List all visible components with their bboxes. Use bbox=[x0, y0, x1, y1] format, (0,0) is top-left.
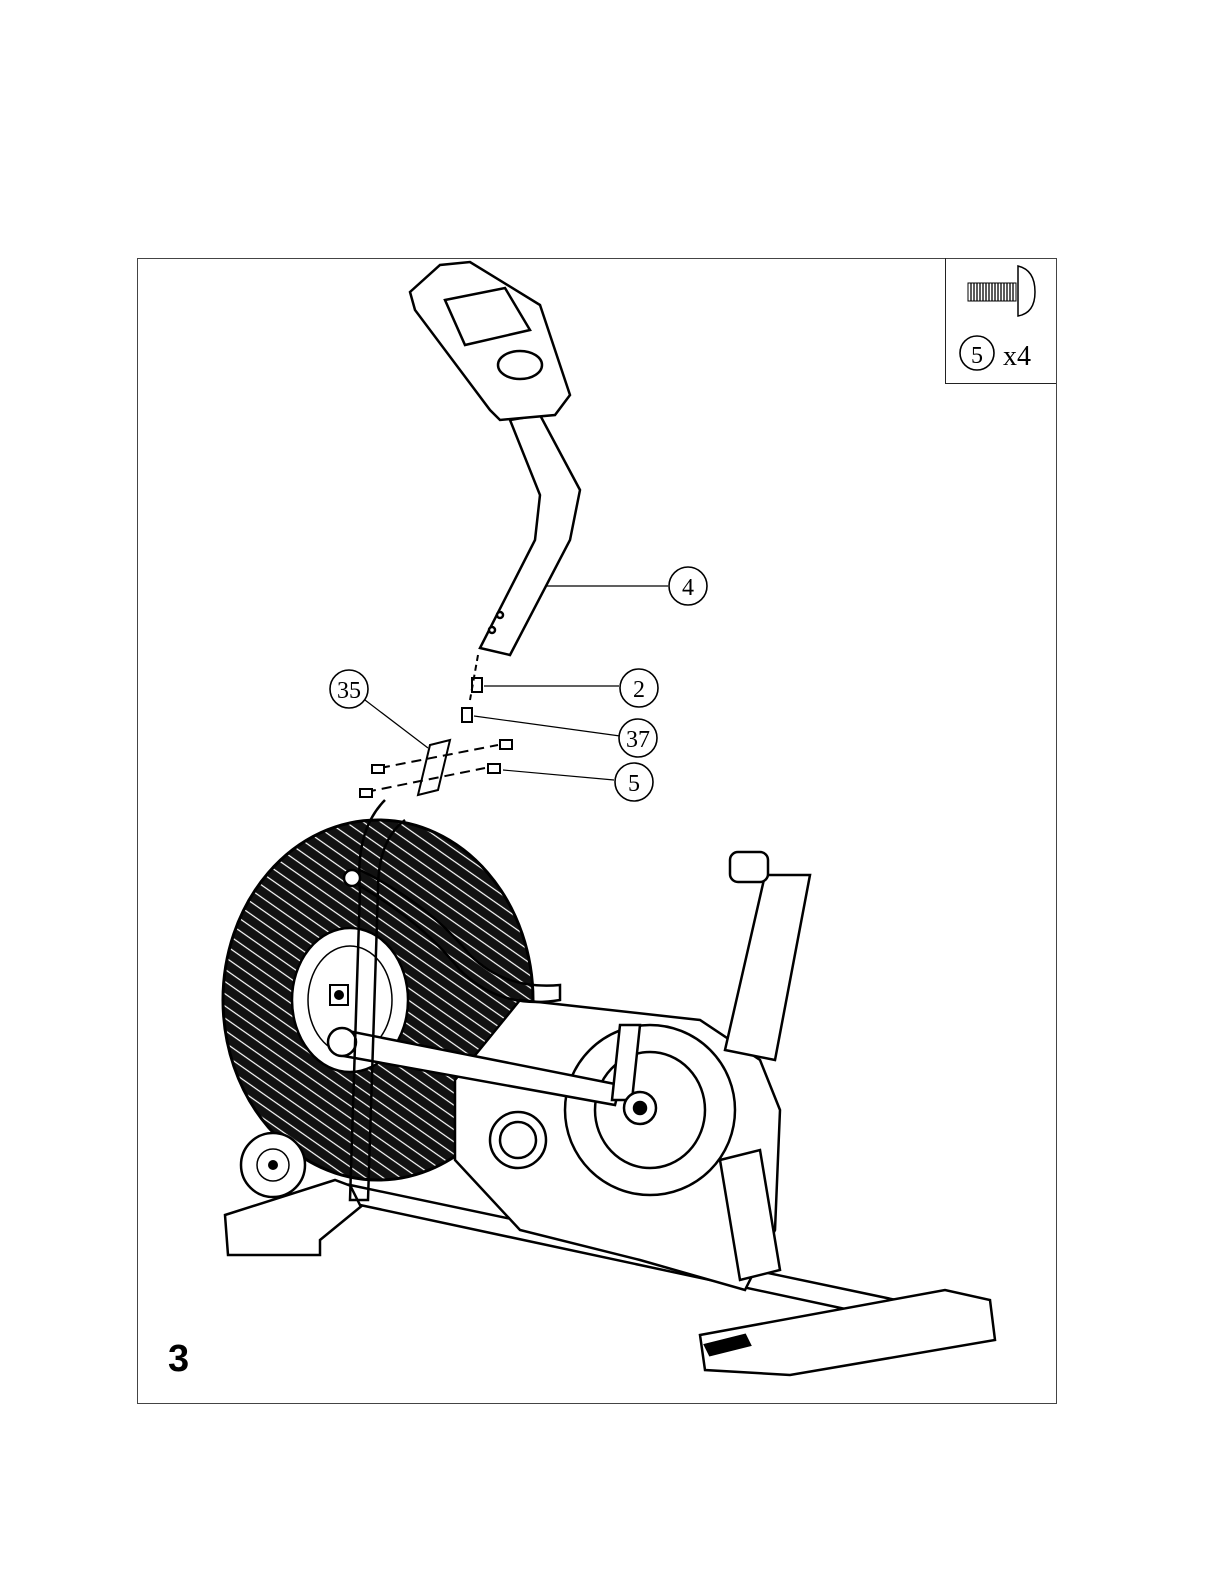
callout-4: 4 bbox=[545, 567, 707, 605]
wire-connectors bbox=[462, 655, 482, 722]
hardware-part-number: 5 bbox=[971, 343, 983, 369]
callout-35-label: 35 bbox=[337, 678, 361, 704]
callout-37-label: 37 bbox=[626, 727, 650, 753]
seat-post bbox=[725, 852, 810, 1060]
callout-37: 37 bbox=[474, 716, 657, 757]
callout-35: 35 bbox=[330, 670, 428, 748]
callout-2-label: 2 bbox=[633, 677, 645, 703]
transport-wheel bbox=[241, 1133, 305, 1197]
callout-4-label: 4 bbox=[682, 575, 694, 601]
console-mast bbox=[480, 415, 580, 655]
mounting-bracket bbox=[418, 740, 450, 795]
callout-5-label: 5 bbox=[628, 771, 640, 797]
callout-5: 5 bbox=[503, 763, 653, 801]
callout-2: 2 bbox=[484, 669, 658, 707]
console bbox=[410, 262, 570, 420]
bolt-icon bbox=[968, 266, 1035, 316]
